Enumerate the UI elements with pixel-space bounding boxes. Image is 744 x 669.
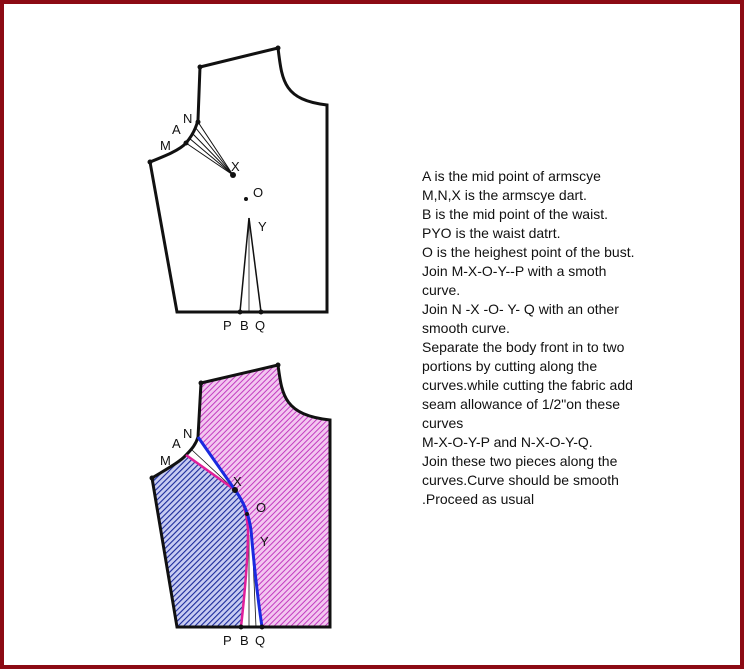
note-line: B is the mid point of the waist. — [422, 206, 608, 222]
label-x: X — [233, 474, 242, 489]
label-y: Y — [260, 534, 269, 549]
label-a: A — [172, 436, 181, 451]
note-line: Join M-X-O-Y--P with a smoth — [422, 263, 607, 279]
separated-bodice-front: N A M X O Y P B Q — [149, 362, 332, 648]
note-line: portions by cutting along the — [422, 358, 598, 374]
label-m: M — [160, 138, 171, 153]
label-x: X — [231, 159, 240, 174]
note-line: curve. — [422, 282, 461, 298]
note-line: Join N -X -O- Y- Q with an other — [422, 301, 619, 317]
note-line: Separate the body front in to two — [422, 339, 625, 355]
label-b: B — [240, 318, 249, 333]
note-line: M,N,X is the armscye dart. — [422, 187, 587, 203]
note-line: smooth curve. — [422, 320, 510, 336]
note-line: curves — [422, 415, 464, 431]
note-line: curves.Curve should be smooth — [422, 472, 619, 488]
note-line: .Proceed as usual — [422, 491, 535, 507]
note-line: A is the mid point of armscye — [422, 168, 601, 184]
side-piece-blue — [152, 455, 248, 627]
curve-n-x-o-y-q — [196, 436, 264, 628]
label-m: M — [160, 453, 171, 468]
label-o: O — [256, 500, 266, 515]
label-b: B — [240, 633, 249, 648]
label-o: O — [253, 185, 263, 200]
waist-dart — [239, 217, 262, 313]
label-n: N — [183, 111, 192, 126]
label-q: Q — [255, 633, 265, 648]
label-p: P — [223, 318, 232, 333]
note-line: O is the heighest point of the bust. — [422, 244, 635, 260]
bodice-outline — [148, 46, 329, 314]
front-piece-pink — [198, 365, 330, 627]
points — [149, 362, 281, 630]
original-bodice-front: N A M X O Y P B Q — [147, 45, 329, 333]
armscye-dart — [185, 121, 234, 176]
label-n: N — [183, 426, 192, 441]
label-y: Y — [258, 219, 267, 234]
note-line: Join these two pieces along the — [422, 453, 618, 469]
bodice-outline — [150, 363, 332, 629]
label-a: A — [172, 122, 181, 137]
note-line: M-X-O-Y-P and N-X-O-Y-Q. — [422, 434, 593, 450]
points — [147, 45, 281, 315]
label-p: P — [223, 633, 232, 648]
label-q: Q — [255, 318, 265, 333]
note-line: curves.while cutting the fabric add — [422, 377, 633, 393]
note-line: seam allowance of 1/2"on these — [422, 396, 620, 412]
note-line: PYO is the waist datrt. — [422, 225, 561, 241]
